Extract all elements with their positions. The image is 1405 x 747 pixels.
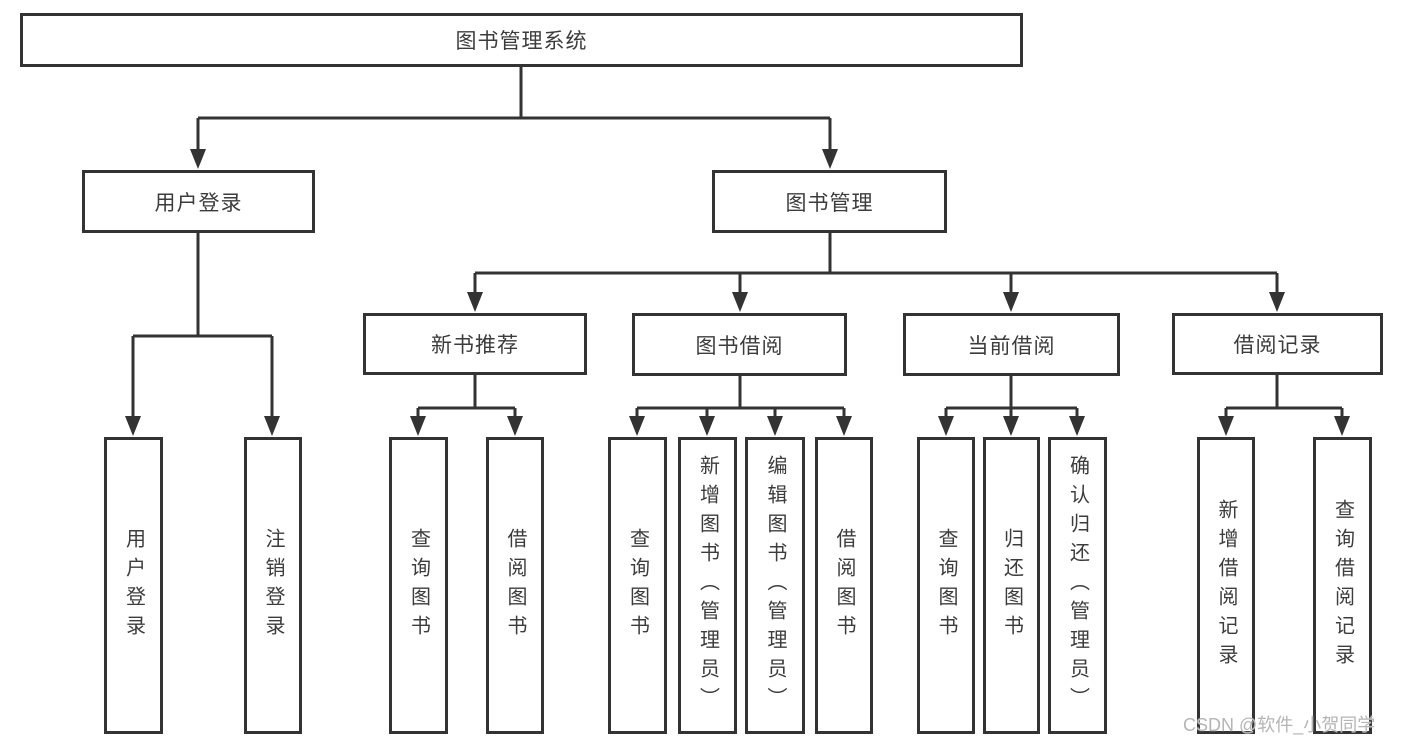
node-borrow-records: 借阅记录 — [1172, 313, 1383, 375]
leaf-label: 借阅图书 — [833, 527, 855, 644]
node-book-borrow: 图书借阅 — [632, 313, 847, 376]
csdn-watermark: CSDN @软件_小贺同学 — [1183, 715, 1376, 735]
leaf-query-borrow-record: 查询借阅记录 — [1313, 437, 1372, 734]
leaf-edit-book-admin: 编辑图书（管理员） — [745, 437, 805, 734]
leaf-label: 归还图书 — [1000, 527, 1023, 644]
leaf-add-borrow-record: 新增借阅记录 — [1197, 437, 1255, 734]
leaf-label: 查询图书 — [935, 527, 957, 644]
node-label: 图书借阅 — [695, 334, 784, 358]
node-new-book-recommend: 新书推荐 — [363, 313, 587, 375]
node-label: 图书管理系统 — [455, 30, 588, 53]
leaf-label: 查询图书 — [626, 527, 649, 644]
leaf-label: 新增图书（管理员） — [696, 455, 719, 716]
node-library-system: 图书管理系统 — [20, 13, 1023, 67]
leaf-label: 新增借阅记录 — [1215, 498, 1237, 673]
node-label: 用户登录 — [154, 191, 243, 215]
leaf-label: 编辑图书（管理员） — [764, 455, 786, 716]
leaf-query-books-borrow: 查询图书 — [608, 437, 667, 734]
leaf-user-login: 用户登录 — [104, 437, 163, 734]
node-label: 借阅记录 — [1233, 334, 1322, 357]
leaf-borrow-books-2: 借阅图书 — [815, 437, 873, 734]
leaf-query-books-recommend: 查询图书 — [389, 437, 448, 734]
leaf-logout: 注销登录 — [244, 437, 302, 734]
node-label: 当前借阅 — [967, 334, 1056, 358]
node-book-management: 图书管理 — [712, 170, 947, 233]
leaf-borrow-books-recommend: 借阅图书 — [486, 437, 544, 734]
leaf-label: 用户登录 — [122, 527, 145, 644]
leaf-label: 注销登录 — [262, 527, 284, 644]
leaf-confirm-return-admin: 确认归还（管理员） — [1048, 437, 1107, 734]
node-label: 图书管理 — [785, 191, 874, 215]
leaf-label: 确认归还（管理员） — [1066, 455, 1089, 716]
leaf-label: 查询图书 — [407, 527, 430, 644]
leaf-return-book: 归还图书 — [983, 437, 1040, 734]
node-current-borrow: 当前借阅 — [903, 313, 1120, 376]
leaf-query-books-current: 查询图书 — [917, 437, 975, 734]
node-user-login: 用户登录 — [82, 170, 315, 233]
leaf-label: 借阅图书 — [504, 527, 526, 644]
leaf-label: 查询借阅记录 — [1331, 498, 1354, 673]
leaf-add-book-admin: 新增图书（管理员） — [678, 437, 737, 734]
node-label: 新书推荐 — [431, 334, 519, 357]
